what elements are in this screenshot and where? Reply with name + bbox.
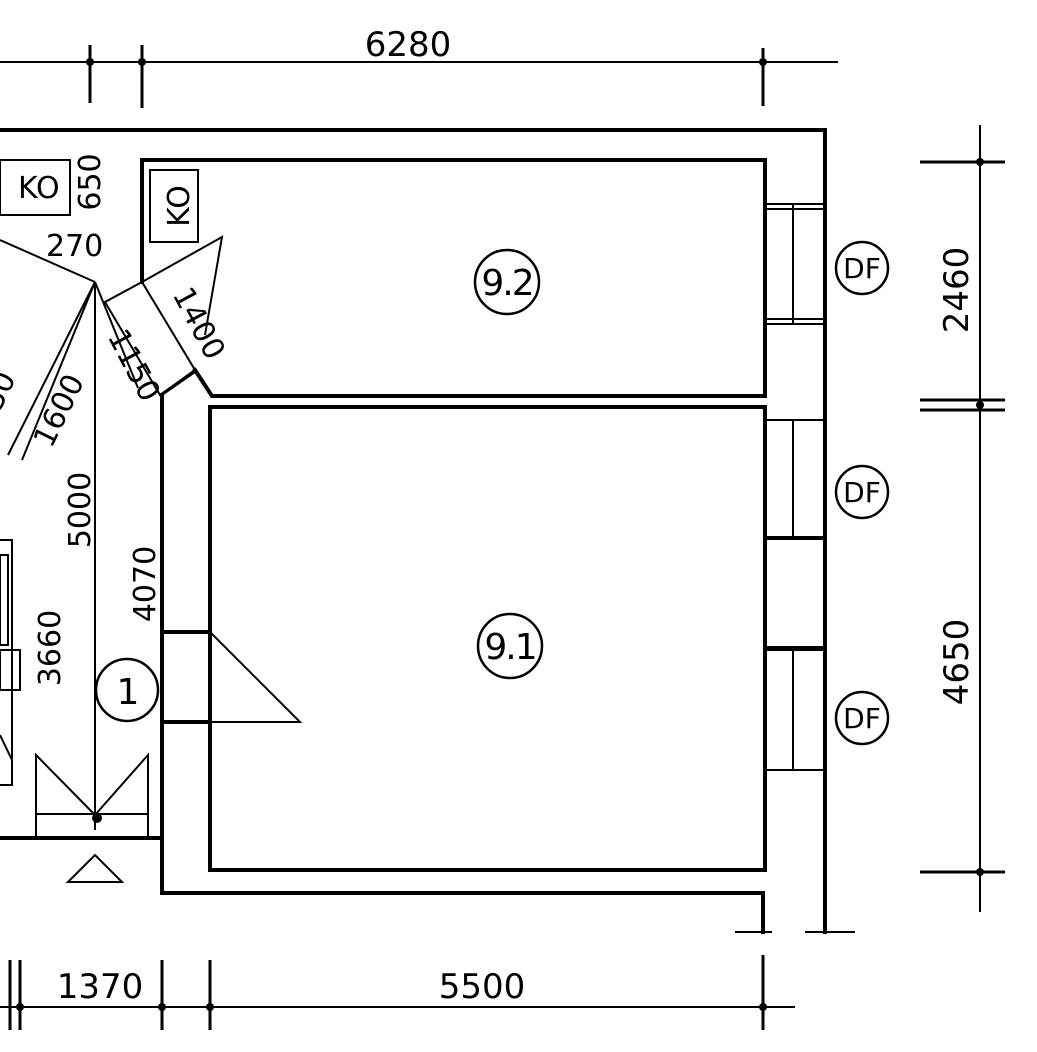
top-dimension-line: [0, 45, 838, 108]
right-dimension-line: [920, 125, 1005, 912]
dimension-270: 270: [46, 229, 103, 264]
room-9-2-label: 9.2: [481, 263, 532, 304]
dimension-top-width: 6280: [365, 25, 452, 65]
outer-walls: [0, 128, 855, 934]
hall-marker-label: 1: [117, 672, 138, 713]
bottom-dimension-line: [0, 955, 795, 1030]
room-9-2-marker: 9.2: [473, 248, 541, 316]
dimension-partial-left: 50: [0, 366, 24, 416]
dimension-3660: 3660: [33, 610, 68, 686]
ko-label-right: KO: [162, 185, 197, 227]
dimension-1600: 1600: [27, 369, 92, 453]
dimension-4070: 4070: [128, 546, 163, 622]
dimension-1400: 1400: [165, 282, 232, 366]
ko-box-right: [149, 169, 199, 243]
dimension-right-lower: 4650: [937, 619, 977, 706]
hallway-walls: [0, 158, 213, 840]
window-middle: [763, 419, 827, 650]
door-room-9-1: [160, 630, 303, 724]
df-marker-2: DF: [834, 464, 890, 520]
dimension-1150: 1150: [100, 324, 167, 408]
dimension-650: 650: [73, 153, 108, 210]
ko-label-left: KO: [18, 171, 60, 206]
door-room-9-2: [103, 235, 224, 397]
room-9-1-marker: 9.1: [476, 612, 544, 680]
df-label-2: DF: [843, 476, 881, 509]
dimension-bottom-right: 5500: [439, 967, 526, 1007]
df-marker-1: DF: [834, 240, 890, 296]
hall-marker: 1: [94, 657, 160, 723]
entry-arrow-icon: [65, 853, 125, 883]
df-marker-3: DF: [834, 690, 890, 746]
dimension-right-upper: 2460: [937, 247, 977, 334]
dimension-bottom-left: 1370: [57, 967, 144, 1007]
ko-box-left: [0, 159, 71, 216]
dimension-5000: 5000: [63, 472, 98, 548]
df-label-3: DF: [843, 702, 881, 735]
entry-double-door: [35, 752, 149, 839]
window-upper: [764, 203, 826, 325]
window-lower: [764, 649, 826, 771]
left-cabinet-fragment: [0, 539, 21, 786]
room-9-1-label: 9.1: [484, 627, 535, 668]
room-9-2-walls: [140, 158, 767, 398]
df-label-1: DF: [843, 252, 881, 285]
